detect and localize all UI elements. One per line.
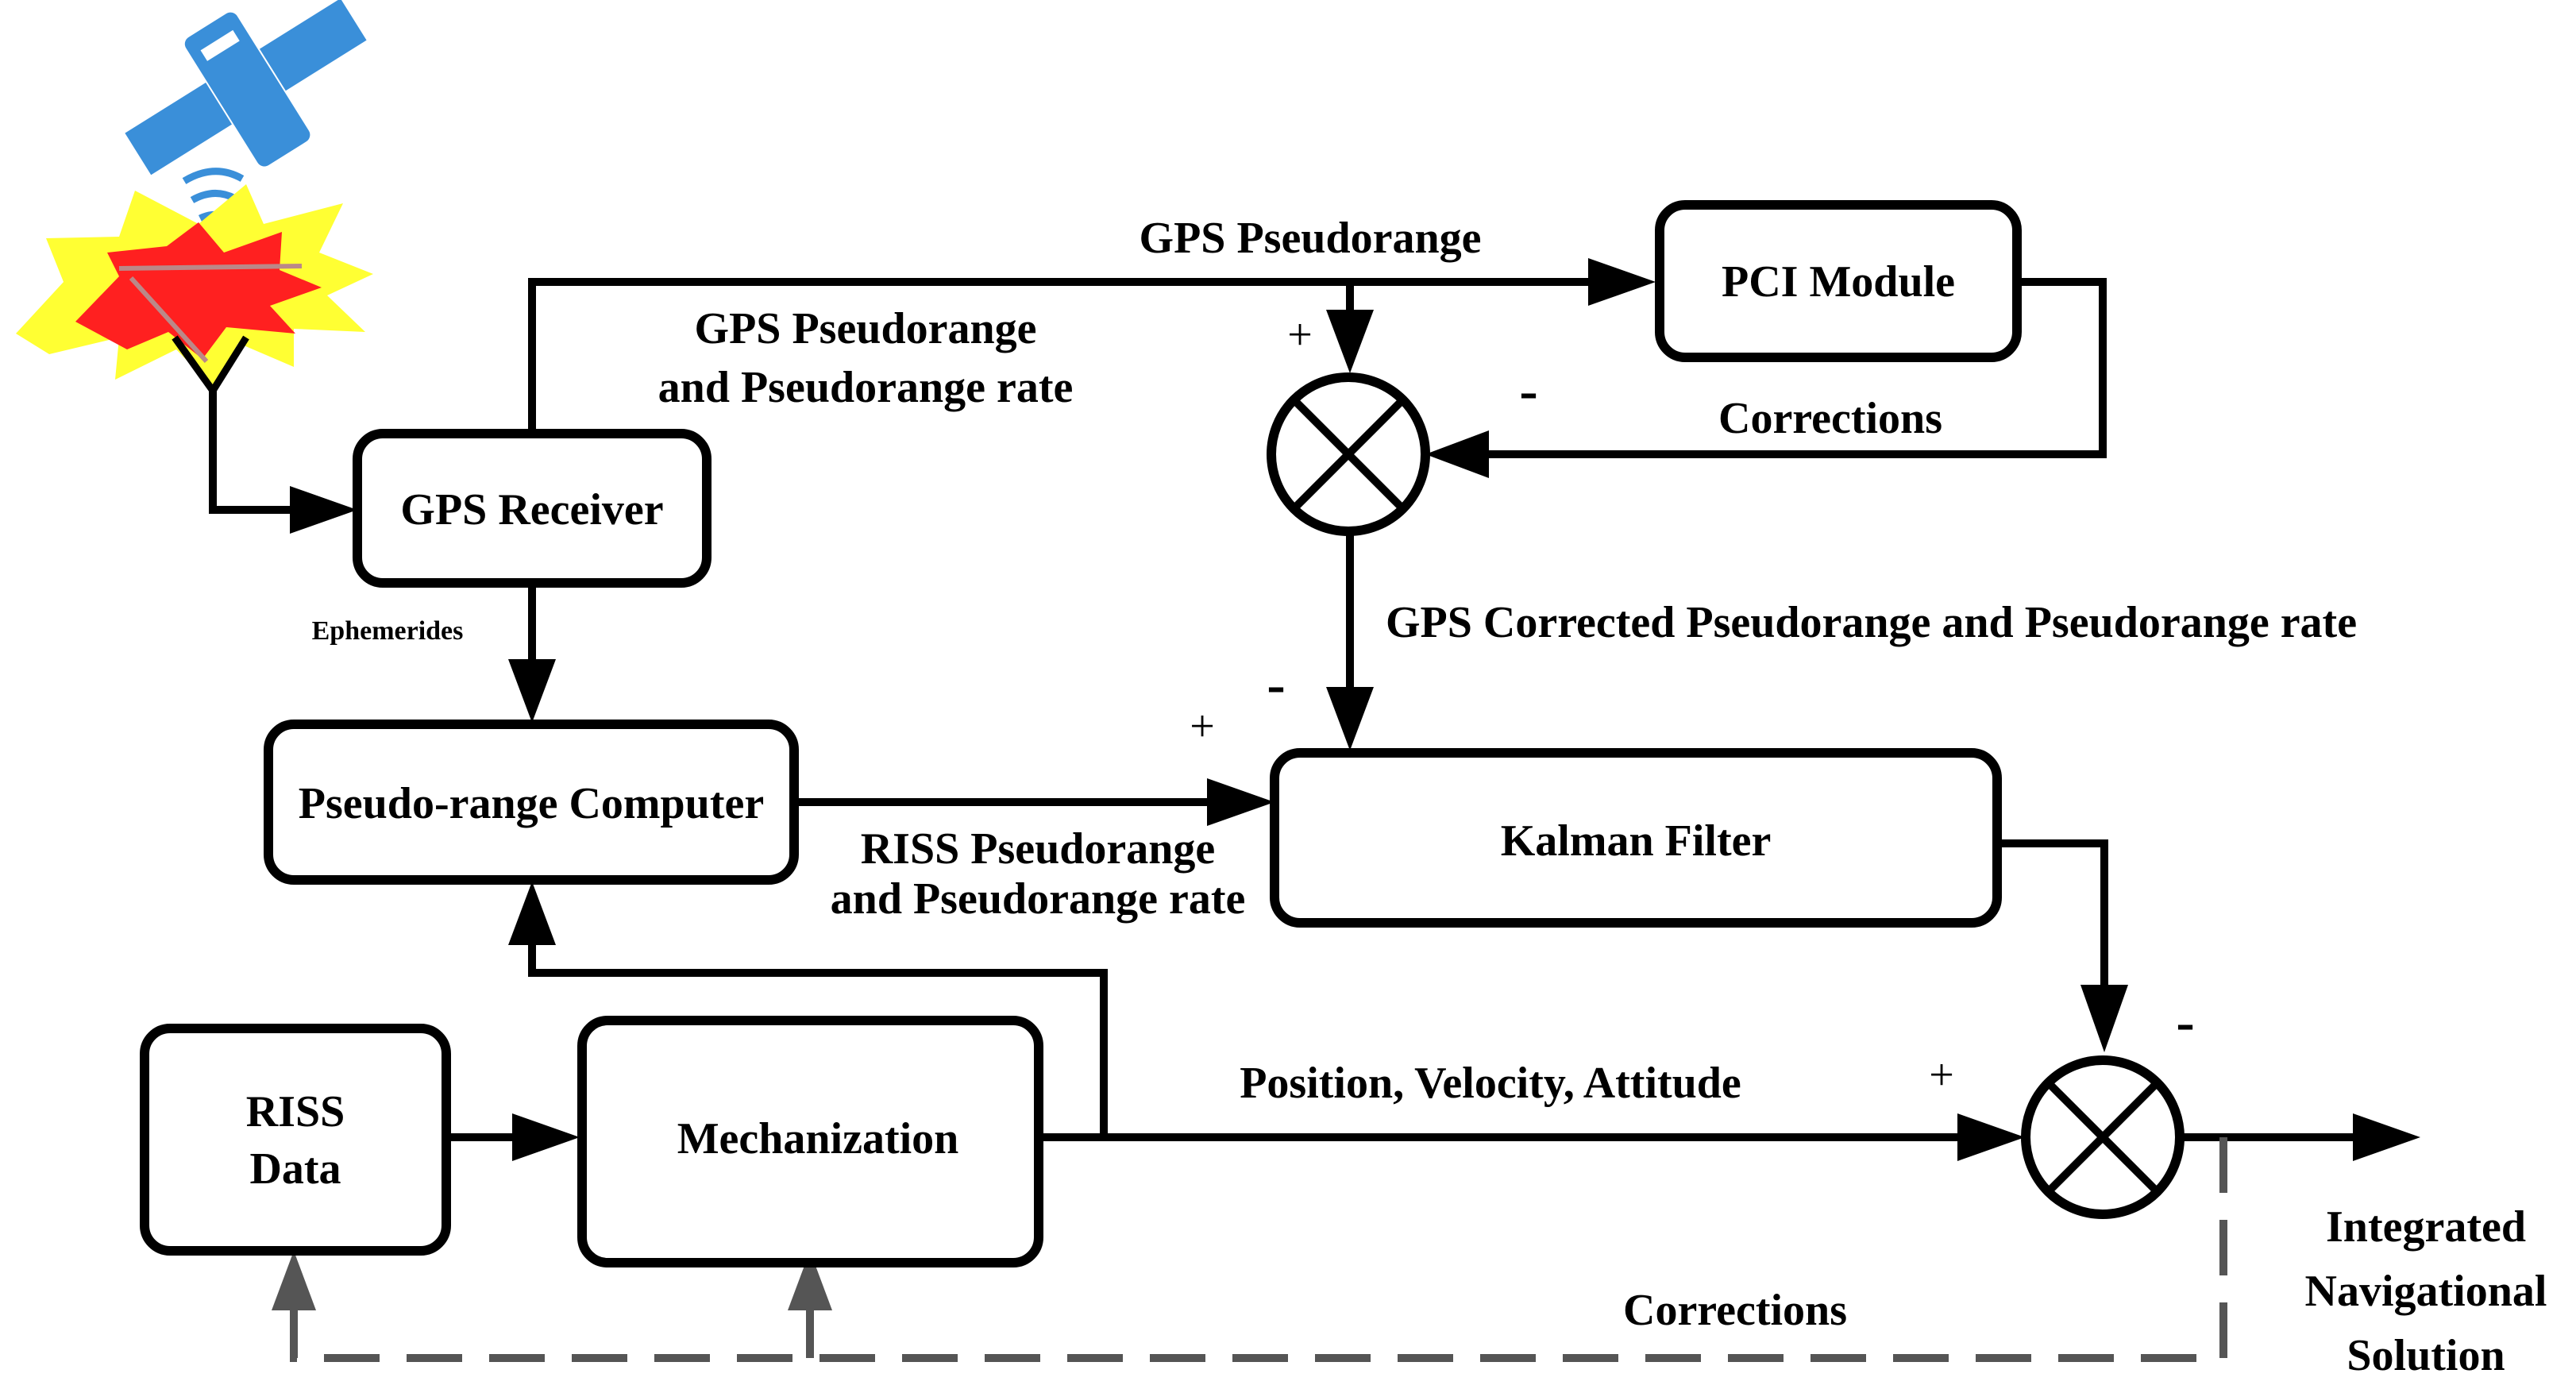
gps-pr-rate-label-1: GPS Pseudorange [695, 304, 1037, 353]
sum2-plus-sign: + [1929, 1051, 1954, 1100]
kalman-minus-sign: - [1267, 654, 1285, 716]
output-label-1: Integrated [2326, 1202, 2526, 1252]
pci-module-block: PCI Module [1655, 200, 2022, 362]
kalman-filter-label: Kalman Filter [1501, 816, 1772, 866]
mechanization-label: Mechanization [677, 1114, 959, 1163]
satellite-icon [125, 0, 367, 222]
gps-receiver-label: GPS Receiver [400, 485, 663, 534]
sum1-plus-sign: + [1287, 311, 1313, 360]
gps-corrected-label: GPS Corrected Pseudorange and Pseudorang… [1386, 598, 2357, 647]
pseudorange-computer-block: Pseudo-range Computer [264, 720, 799, 885]
riss-pr-label-2: and Pseudorange rate [831, 874, 1246, 924]
pseudorange-computer-label: Pseudo-range Computer [299, 779, 764, 828]
sum1-minus-sign: - [1519, 361, 1537, 422]
output-label-3: Solution [2347, 1331, 2505, 1380]
kalman-filter-block: Kalman Filter [1270, 748, 2002, 928]
output-label-2: Navigational [2305, 1267, 2547, 1316]
pva-label: Position, Velocity, Attitude [1240, 1059, 1741, 1108]
corrections-bottom-label: Corrections [1623, 1286, 1847, 1335]
kalman-plus-sign: + [1190, 702, 1215, 751]
gps-receiver-block: GPS Receiver [353, 429, 711, 588]
summing-junction-icon [1267, 372, 1430, 536]
gps-pseudorange-label: GPS Pseudorange [1140, 214, 1482, 263]
gps-pr-rate-label-2: and Pseudorange rate [658, 363, 1074, 412]
sum2-minus-sign: - [2176, 992, 2194, 1053]
riss-data-label-1: RISS [246, 1087, 345, 1136]
ephemerides-label: Ephemerides [312, 616, 464, 646]
summing-junction-icon [2021, 1055, 2185, 1219]
pci-module-label: PCI Module [1722, 257, 1955, 307]
riss-data-block: RISS Data [140, 1024, 451, 1256]
riss-data-label-2: Data [249, 1144, 341, 1194]
riss-pr-label-1: RISS Pseudorange [861, 824, 1216, 874]
antenna-icon [16, 184, 373, 398]
mechanization-block: Mechanization [577, 1016, 1043, 1267]
corrections-top-label: Corrections [1718, 394, 1942, 443]
